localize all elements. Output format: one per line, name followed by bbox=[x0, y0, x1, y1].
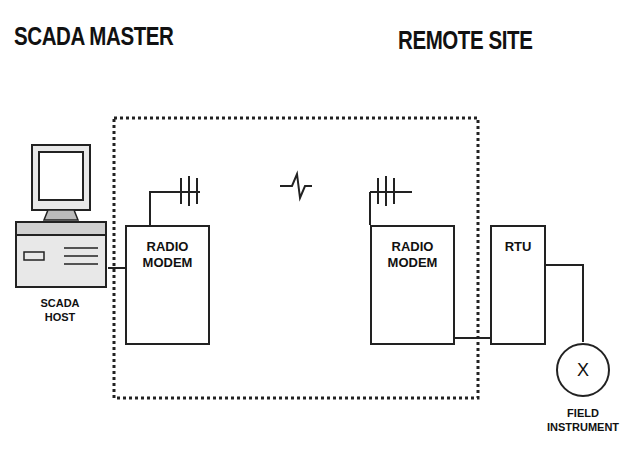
antenna-elements bbox=[378, 176, 394, 206]
box-label: RADIO MODEM bbox=[372, 239, 453, 271]
instrument-label: FIELD INSTRUMENT bbox=[541, 406, 625, 434]
host-label: SCADA HOST bbox=[30, 296, 90, 324]
instrument-symbol: X bbox=[555, 342, 611, 398]
box-label: RTU bbox=[492, 239, 544, 255]
connector-wire bbox=[108, 267, 125, 269]
left-antenna bbox=[150, 176, 200, 225]
connector-wire bbox=[546, 265, 583, 342]
radio-modem: RADIO MODEM bbox=[370, 225, 455, 345]
right-antenna bbox=[370, 176, 412, 225]
site-heading: REMOTE SITE bbox=[398, 26, 532, 55]
connector-wire bbox=[455, 337, 490, 339]
antenna-mast bbox=[150, 192, 200, 225]
antenna-elements bbox=[181, 176, 197, 206]
box-label: RADIO MODEM bbox=[127, 239, 208, 271]
computer-host: SCADA HOST bbox=[12, 140, 108, 335]
site-heading: SCADA MASTER bbox=[14, 22, 173, 51]
rtu-box: RTU bbox=[490, 225, 546, 345]
keyboard bbox=[16, 222, 106, 235]
monitor-stand bbox=[44, 210, 78, 220]
dashed-enclosure bbox=[114, 118, 478, 398]
field-instrument: XFIELD INSTRUMENT bbox=[555, 342, 611, 452]
monitor-screen bbox=[39, 152, 83, 200]
computer-illustration bbox=[12, 140, 108, 292]
drive-slots bbox=[24, 248, 98, 264]
antenna-mast bbox=[370, 192, 412, 225]
cpu-case bbox=[16, 235, 106, 287]
monitor-case bbox=[32, 145, 90, 210]
radio-link-symbol bbox=[280, 174, 312, 198]
radio-modem: RADIO MODEM bbox=[125, 225, 210, 345]
